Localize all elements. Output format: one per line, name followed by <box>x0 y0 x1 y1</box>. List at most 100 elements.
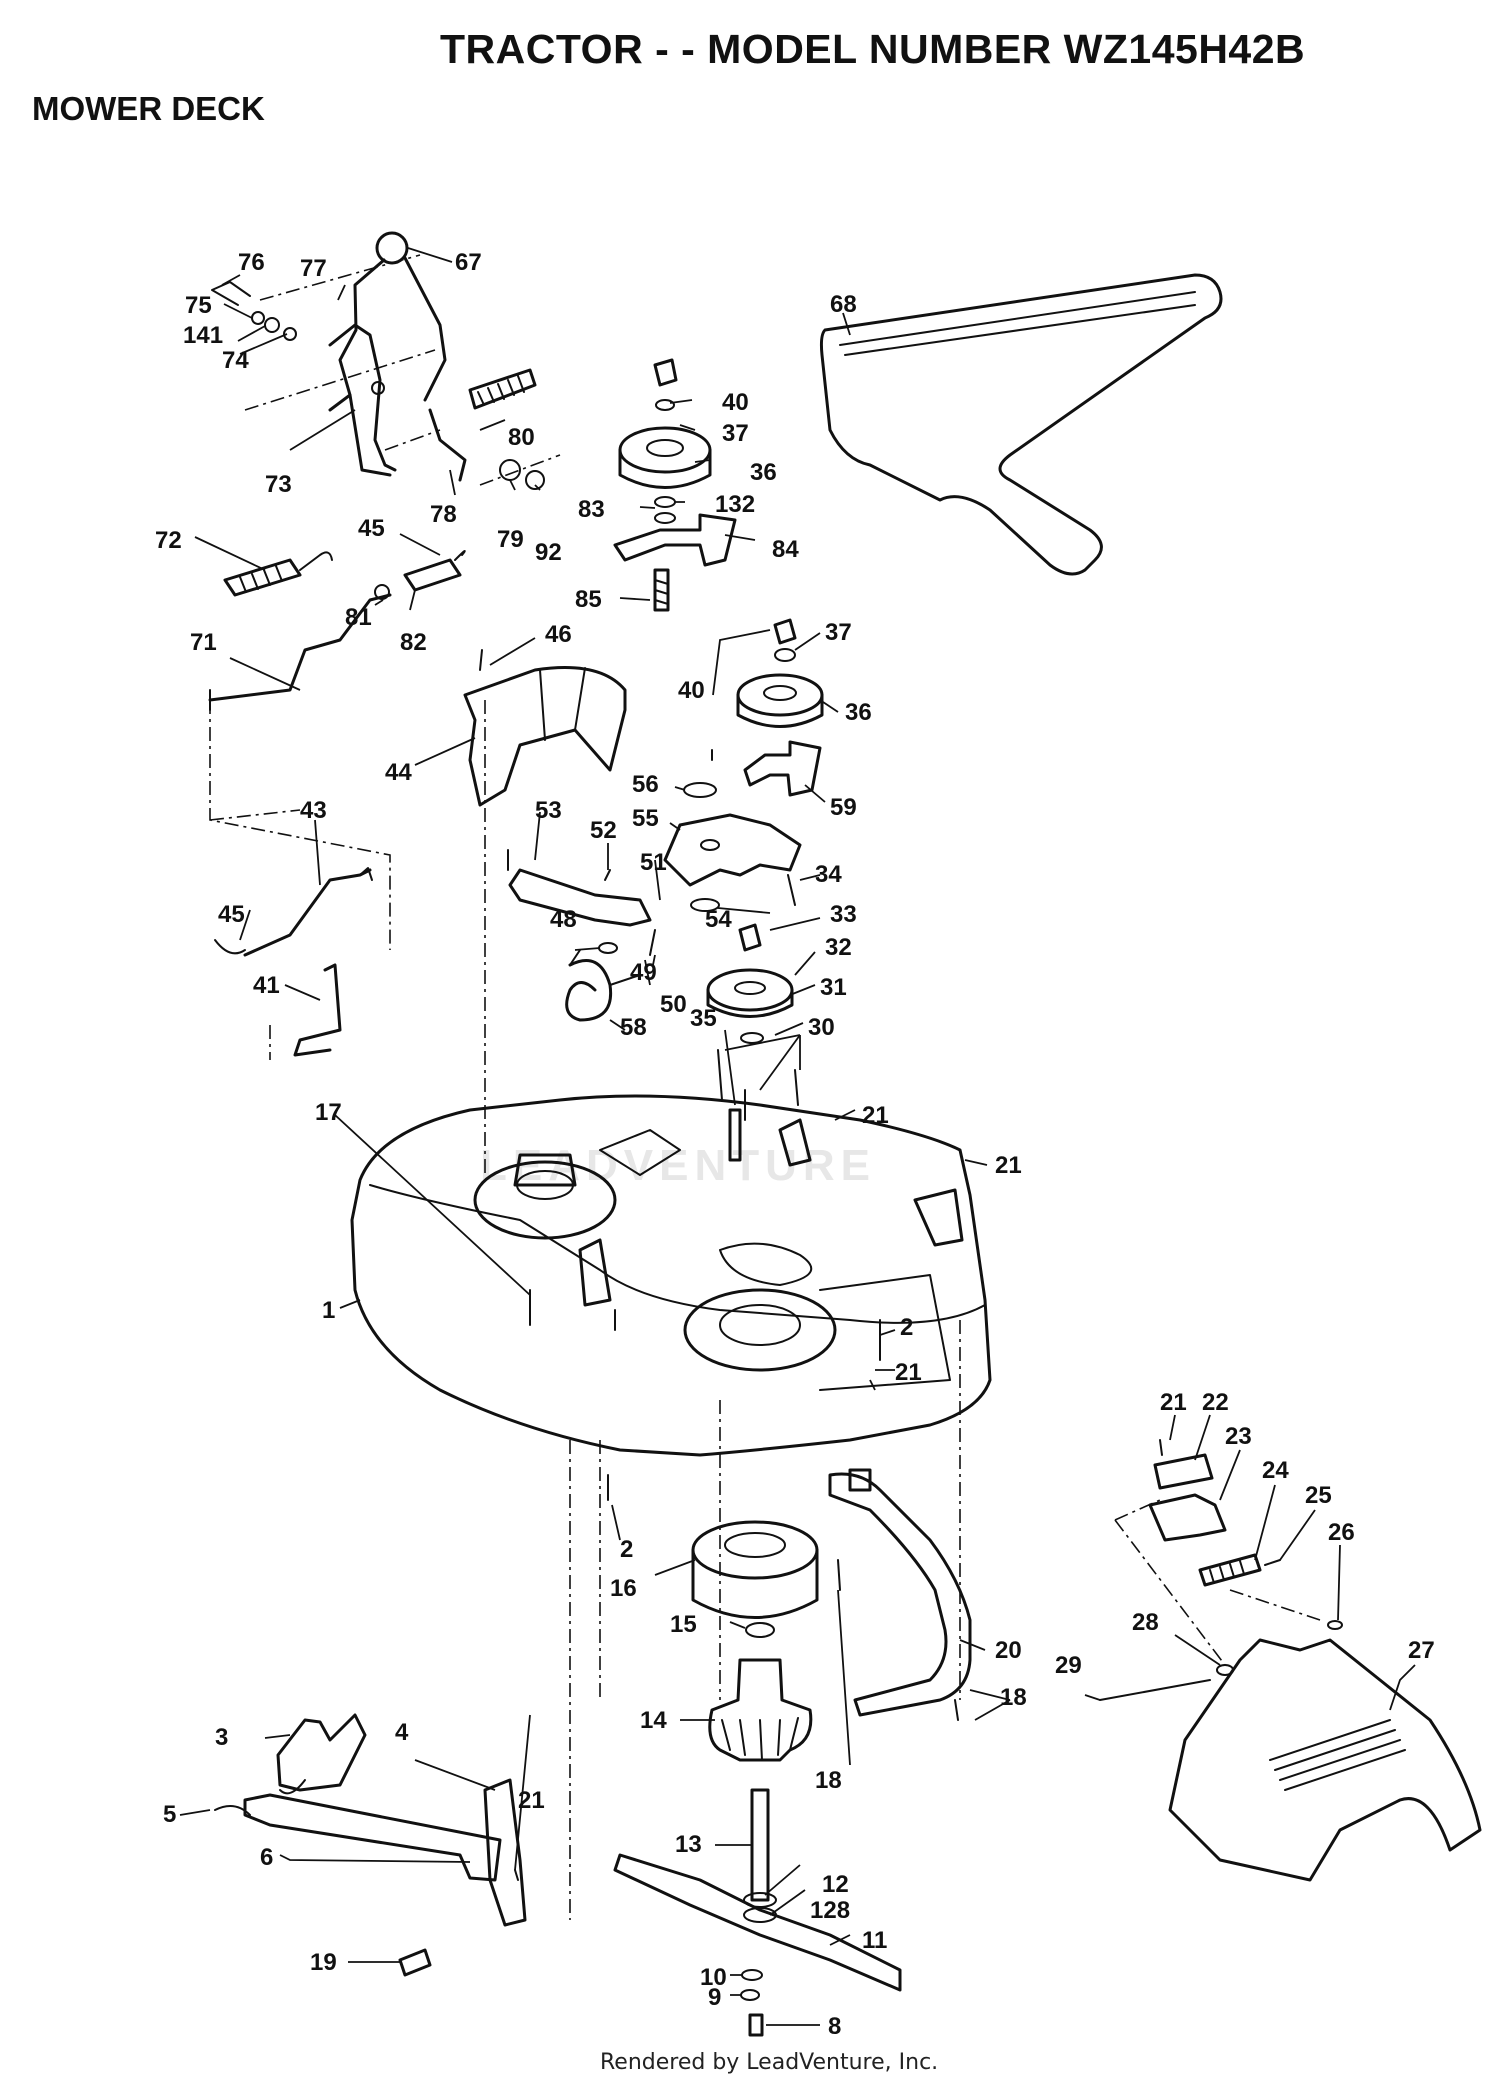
idler-arm-hole <box>700 839 720 851</box>
pulley-36a <box>618 426 712 474</box>
callout-56: 56 <box>632 771 659 798</box>
callout-10: 10 <box>700 1964 727 1991</box>
callout-46: 46 <box>545 621 572 648</box>
nut-21e <box>514 1869 519 1881</box>
callout-12: 12 <box>822 1871 849 1898</box>
spindle-housing-14 <box>708 1658 813 1762</box>
washer-37b <box>774 648 796 662</box>
spacer-132 <box>654 496 676 508</box>
nut-92 <box>525 470 545 490</box>
washer-b <box>264 317 280 333</box>
callout-27: 27 <box>1408 1637 1435 1664</box>
render-credit: Rendered by LeadVenture, Inc. <box>600 2050 939 2075</box>
callout-15: 15 <box>670 1611 697 1638</box>
spring-24-coils <box>1209 1560 1245 1584</box>
drive-belt-68 <box>819 273 1223 576</box>
idler-arm-55 <box>663 813 802 887</box>
pulley-16-rim <box>691 1548 819 1619</box>
bolt-34 <box>787 874 796 906</box>
callout-85: 85 <box>575 586 602 613</box>
bracket-hole <box>371 381 385 395</box>
callout-22: 22 <box>1202 1389 1229 1416</box>
front-hanger-assembly <box>214 1440 571 1977</box>
screw-46 <box>479 649 483 671</box>
callout-30: 30 <box>808 1014 835 1041</box>
callout-83: 83 <box>578 496 605 523</box>
callout-23: 23 <box>1225 1423 1252 1450</box>
belt-texture <box>839 291 1196 356</box>
lift-lever-rod <box>403 256 447 402</box>
lift-lever-handle <box>328 258 386 412</box>
callout-81: 81 <box>345 604 372 631</box>
washer-81 <box>374 584 390 600</box>
callout-2a: 2 <box>900 1314 913 1341</box>
lever-knob <box>375 231 409 265</box>
mower-deck-housing-1 <box>350 700 992 1700</box>
hairpin-5 <box>214 1805 251 1816</box>
callout-24: 24 <box>1262 1457 1289 1484</box>
bolts-30 <box>717 1049 799 1121</box>
washer-10 <box>741 1969 763 1981</box>
callout-58: 58 <box>620 1014 647 1041</box>
belt-cover-ribs <box>539 667 586 741</box>
callout-36a: 36 <box>750 459 777 486</box>
callout-54: 54 <box>705 906 732 933</box>
watermark: LEADVENTURE <box>480 1141 876 1190</box>
callout-11: 11 <box>862 1927 887 1954</box>
bearing-15 <box>745 1622 775 1638</box>
callout-25: 25 <box>1305 1482 1332 1509</box>
callout-45b: 45 <box>218 901 245 928</box>
washer-31 <box>740 1032 764 1044</box>
lift-rod-71 <box>208 593 392 702</box>
belt-outline <box>819 273 1223 576</box>
hairpin-45b <box>214 939 246 955</box>
spindle-fins <box>721 1717 799 1761</box>
pulley-36b-hub <box>763 685 797 701</box>
bushing-54 <box>690 898 720 912</box>
lift-arm-41 <box>293 963 342 1057</box>
hanger-bracket-3 <box>276 1713 367 1792</box>
deck-bracket-left <box>578 1238 612 1307</box>
callout-132: 132 <box>715 491 755 518</box>
deck-outline <box>350 1094 992 1457</box>
callout-31: 31 <box>820 974 847 1001</box>
callout-6: 6 <box>260 1844 273 1871</box>
callout-37b: 37 <box>825 619 852 646</box>
callout-18b: 18 <box>815 1767 842 1794</box>
belt-guide-20 <box>828 1468 972 1721</box>
bolt-8 <box>748 2013 764 2037</box>
locknut-40b <box>773 618 797 645</box>
assembly-guides-b <box>209 700 391 1060</box>
deck-guides <box>484 700 961 1700</box>
spring-72-hook <box>299 551 333 571</box>
locknut-40a <box>653 358 678 387</box>
nut-21d <box>1159 1439 1163 1456</box>
leader-lines <box>179 247 1416 2026</box>
discharge-chute-assembly <box>1099 1439 1482 1882</box>
spring-coils <box>477 375 525 406</box>
pulley-36a-hub <box>646 439 684 457</box>
callout-79: 79 <box>497 526 524 553</box>
callout-14: 14 <box>640 1707 667 1734</box>
callout-35: 35 <box>690 1005 717 1032</box>
lift-bracket <box>328 323 397 477</box>
callout-16: 16 <box>610 1575 637 1602</box>
washer-83 <box>654 512 676 524</box>
belt-guard-84 <box>613 513 737 567</box>
callout-73: 73 <box>265 471 292 498</box>
spring-25 <box>1264 1559 1281 1566</box>
callout-18a: 18 <box>1000 1684 1027 1711</box>
callout-41: 41 <box>253 972 280 999</box>
callout-8: 8 <box>828 2013 841 2040</box>
bolt-17 <box>529 1289 616 1331</box>
belt-cover-outline <box>463 666 627 807</box>
idler-arm-stack <box>663 618 824 1162</box>
spring-58-legs <box>569 949 641 986</box>
washer-56 <box>683 782 717 798</box>
callout-77: 77 <box>300 255 327 282</box>
callout-21d: 21 <box>1160 1389 1187 1416</box>
callout-75: 75 <box>185 292 212 319</box>
blade-11 <box>613 1853 902 1992</box>
callout-19: 19 <box>310 1949 337 1976</box>
